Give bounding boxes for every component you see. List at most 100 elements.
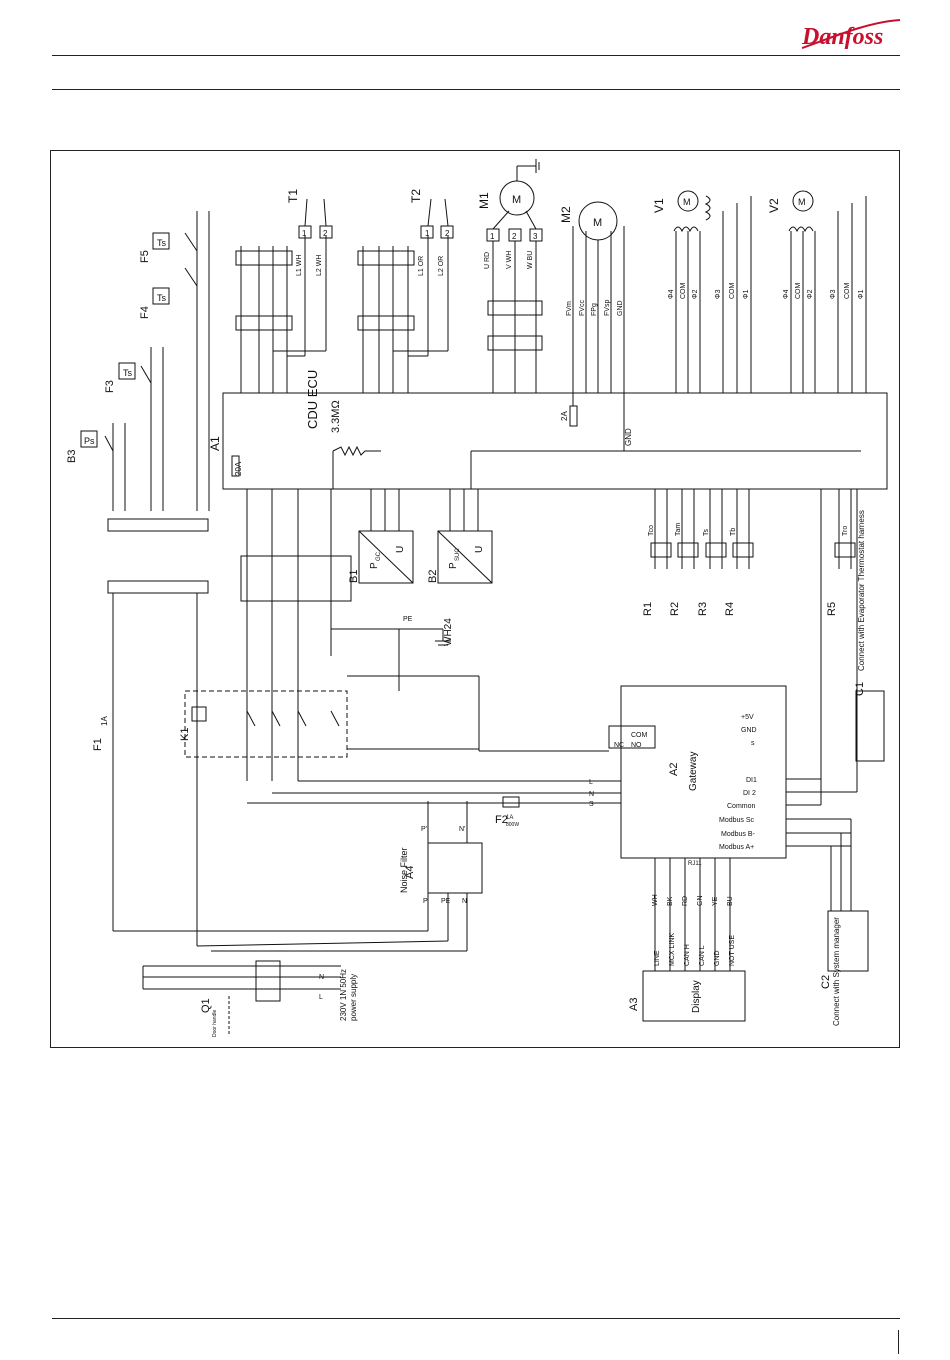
pe-label: PE	[403, 616, 413, 623]
f5-label: F5	[139, 250, 151, 263]
b1-label: B1	[348, 570, 360, 583]
a4-label: A4	[404, 866, 416, 879]
danfoss-logo: Danfoss	[801, 19, 901, 50]
gateway-relay-nc: NC	[614, 742, 624, 749]
b1-out: U	[395, 546, 406, 553]
m1-pin-2: 2	[512, 232, 517, 241]
v1-symbol: M	[683, 197, 691, 207]
t2-label: T2	[409, 189, 423, 203]
disp-color-5: YE	[712, 896, 719, 906]
b1-sensor	[358, 530, 414, 584]
m1-wire-v: V WH	[506, 251, 513, 269]
m1-symbol: M	[512, 194, 521, 206]
r3-name: Ts	[703, 529, 710, 537]
r2-name: Tam	[675, 523, 682, 536]
nf-pin-n1: N'	[459, 826, 465, 833]
t2-pin-1: 1	[425, 229, 430, 238]
nf-pin-pe: PE	[441, 898, 451, 905]
f1-rating: 1A	[100, 716, 109, 726]
f2-label: F2	[495, 814, 508, 826]
m2-sig-3: FPg	[591, 303, 598, 316]
nf-pin-n: N	[462, 898, 467, 905]
schematic-frame: CDU ECU A1 20A 3.3MΩ GND 2A T1 T2 1 2 1 …	[50, 150, 900, 1048]
r5-name: Tro	[842, 526, 849, 536]
v1-sig-1: Φ4	[668, 289, 675, 299]
v1-sig-2: COM	[680, 283, 687, 300]
disp-color-1: WH	[652, 894, 659, 906]
disp-pin-4: CAN L	[699, 945, 706, 966]
b2-sub: SUC	[455, 548, 461, 561]
cn102-cn105-wires	[240, 246, 409, 393]
gw-pin-4: DI1	[746, 777, 757, 784]
ecu-id: A1	[208, 436, 222, 451]
f4-symbol: Ts	[157, 293, 167, 303]
t1-wire-2: L1 WH	[296, 255, 303, 276]
c1-label: C1	[854, 682, 866, 696]
gw-power-s: S	[589, 801, 594, 808]
disp-pin-3: CAN H	[684, 944, 691, 966]
v2-label: V2	[767, 198, 781, 213]
gateway-label: Gateway	[688, 752, 699, 791]
b2-out: U	[474, 546, 485, 553]
resistor-label: 3.3MΩ	[330, 400, 342, 433]
nf-pin-p1: P'	[421, 826, 427, 833]
q1-note: Door handle	[212, 1010, 218, 1037]
t2-wire-2: L1 OR	[418, 256, 425, 276]
m1-pin-1: 1	[490, 232, 495, 241]
fuse-2a-label: 2A	[560, 411, 569, 421]
disp-color-2: BK	[667, 896, 674, 906]
m1-wire-u: U RD	[484, 252, 491, 269]
v1-label: V1	[652, 198, 666, 213]
v2-symbol: M	[798, 197, 806, 207]
t1-pin-1: 1	[302, 229, 307, 238]
c2-label: C2	[820, 975, 832, 989]
m2-sig-5: GND	[617, 300, 624, 316]
t2-pin-2: 2	[445, 229, 450, 238]
page-edge-mark	[898, 1330, 899, 1354]
v1-sig-4: Φ3	[715, 289, 722, 299]
a3-label: A3	[628, 998, 640, 1011]
k1-label: K1	[179, 728, 191, 741]
f3-symbol: Ts	[123, 368, 133, 378]
gw-pin-7: Modbus Sc	[719, 817, 755, 824]
t1-wire-1: L2 WH	[316, 255, 323, 276]
gw-pin-1: +5V	[741, 714, 754, 721]
q1-switch	[255, 960, 281, 1002]
v1-sig-3: Φ2	[692, 289, 699, 299]
m2-sig-4: FVsp	[604, 300, 611, 316]
m1-pin-3: 3	[533, 232, 538, 241]
b3-label: B3	[66, 450, 78, 463]
thermistors	[650, 489, 856, 569]
r3-label: R3	[697, 602, 709, 616]
display-box	[642, 970, 746, 1022]
contactor-k1	[184, 690, 348, 758]
b2-sensor	[437, 530, 493, 584]
v1-sig-6: Φ1	[743, 289, 750, 299]
display-label: Display	[691, 980, 702, 1013]
v2-sig-2: COM	[795, 283, 802, 300]
gw-rj11: RJ11	[688, 861, 702, 867]
b1-sub: GC	[376, 551, 382, 561]
ecu-fuse	[231, 455, 240, 477]
noise-filter-box	[427, 842, 483, 894]
v2-sig-4: Φ3	[830, 289, 837, 299]
r1-label: R1	[642, 602, 654, 616]
v2-sig-6: Φ1	[858, 289, 865, 299]
gw-pin-9: Modbus A+	[719, 844, 754, 851]
header-rule-bottom	[52, 89, 900, 90]
gw-power-n: N	[589, 791, 594, 798]
gw-pin-8: Modbus B-	[721, 831, 756, 838]
f4-label: F4	[139, 306, 151, 319]
gateway-relay-com: COM	[631, 732, 648, 739]
supply-l: L	[319, 994, 323, 1001]
gateway-relay-no: NO	[631, 742, 642, 749]
gnd-label: GND	[624, 428, 633, 446]
logo-text: Danfoss	[801, 24, 883, 50]
gw-pin-5: DI 2	[743, 790, 756, 797]
m2-sig-1: FVm	[566, 301, 573, 316]
m2-sig-2: FVcc	[579, 300, 586, 316]
resistor	[332, 445, 381, 457]
gateway-id: A2	[668, 763, 680, 776]
gw-pin-3: s	[751, 740, 755, 747]
gw-power-l: L	[589, 779, 593, 786]
